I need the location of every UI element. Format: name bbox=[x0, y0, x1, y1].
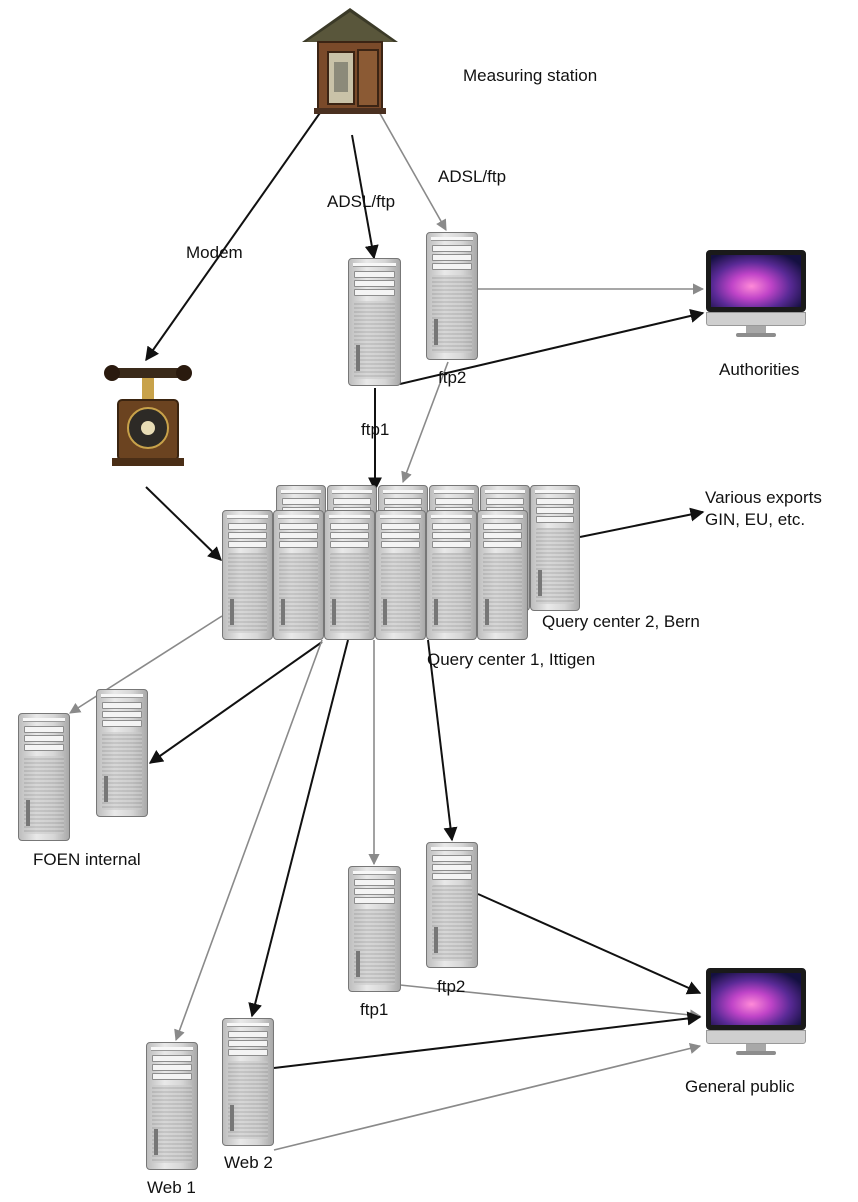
arrow-ftp1-to-authorities bbox=[399, 309, 705, 385]
server-tower-icon bbox=[530, 485, 580, 611]
adsl-ftp-label-left: ADSL/ftp bbox=[327, 192, 396, 211]
server-tower-icon bbox=[96, 689, 148, 817]
query-center-2-label: Query center 2, Bern bbox=[542, 612, 700, 631]
monitor-icon bbox=[706, 250, 806, 338]
server-tower-icon bbox=[348, 866, 401, 992]
measuring-station-hut-icon bbox=[302, 8, 398, 114]
server-tower-icon bbox=[477, 510, 528, 640]
measuring-station-label: Measuring station bbox=[463, 66, 598, 85]
server-tower-icon bbox=[222, 1018, 274, 1146]
web1-label: Web 1 bbox=[147, 1178, 196, 1197]
arrow-to-foen-internal-1 bbox=[69, 615, 223, 714]
web2-label: Web 2 bbox=[224, 1153, 273, 1172]
server-tower-icon bbox=[426, 232, 478, 360]
arrow-station-to-phone bbox=[145, 109, 323, 362]
server-tower-icon bbox=[375, 510, 426, 640]
exports-targets-label: GIN, EU, etc. bbox=[705, 510, 806, 529]
arrow-web2-bottom-to-public bbox=[273, 1042, 702, 1151]
arrow-ftp2-to-public bbox=[477, 893, 702, 995]
ftp1-bottom-label: ftp1 bbox=[360, 1000, 389, 1019]
server-tower-icon bbox=[273, 510, 324, 640]
arrow-station-to-ftp2 bbox=[377, 109, 447, 231]
server-tower-icon bbox=[222, 510, 273, 640]
server-tower-icon bbox=[426, 842, 478, 968]
arrow-to-various-exports bbox=[579, 507, 705, 538]
server-tower-icon bbox=[146, 1042, 198, 1170]
various-exports-label: Various exports bbox=[705, 488, 822, 507]
arrow-to-foen-internal-2 bbox=[148, 641, 323, 764]
arrow-ftp2-to-query-center bbox=[401, 361, 449, 484]
arrow-phone-to-query-center bbox=[145, 486, 223, 561]
ftp1-top-label: ftp1 bbox=[361, 420, 390, 439]
arrow-station-to-ftp1 bbox=[351, 134, 379, 260]
server-tower-icon bbox=[18, 713, 70, 841]
ftp2-top-label: ftp2 bbox=[438, 368, 467, 387]
general-public-label: General public bbox=[685, 1077, 795, 1096]
arrow-to-web1 bbox=[174, 639, 323, 1042]
authorities-label: Authorities bbox=[719, 360, 800, 379]
adsl-ftp-label-right: ADSL/ftp bbox=[438, 167, 507, 186]
arrow-web2-to-public bbox=[273, 1011, 702, 1069]
modem-label: Modem bbox=[186, 243, 243, 262]
foen-internal-label: FOEN internal bbox=[33, 850, 141, 869]
arrow-to-ftp2-public bbox=[427, 639, 458, 842]
server-tower-icon bbox=[348, 258, 401, 386]
query-center-1-label: Query center 1, Ittigen bbox=[427, 650, 596, 669]
arrow-to-web2 bbox=[248, 639, 349, 1018]
monitor-icon bbox=[706, 968, 806, 1056]
server-tower-icon bbox=[426, 510, 477, 640]
server-tower-icon bbox=[324, 510, 375, 640]
telephone-icon bbox=[104, 365, 192, 466]
ftp2-bottom-label: ftp2 bbox=[437, 977, 466, 996]
arrow-ftp1-to-public bbox=[399, 984, 702, 1021]
